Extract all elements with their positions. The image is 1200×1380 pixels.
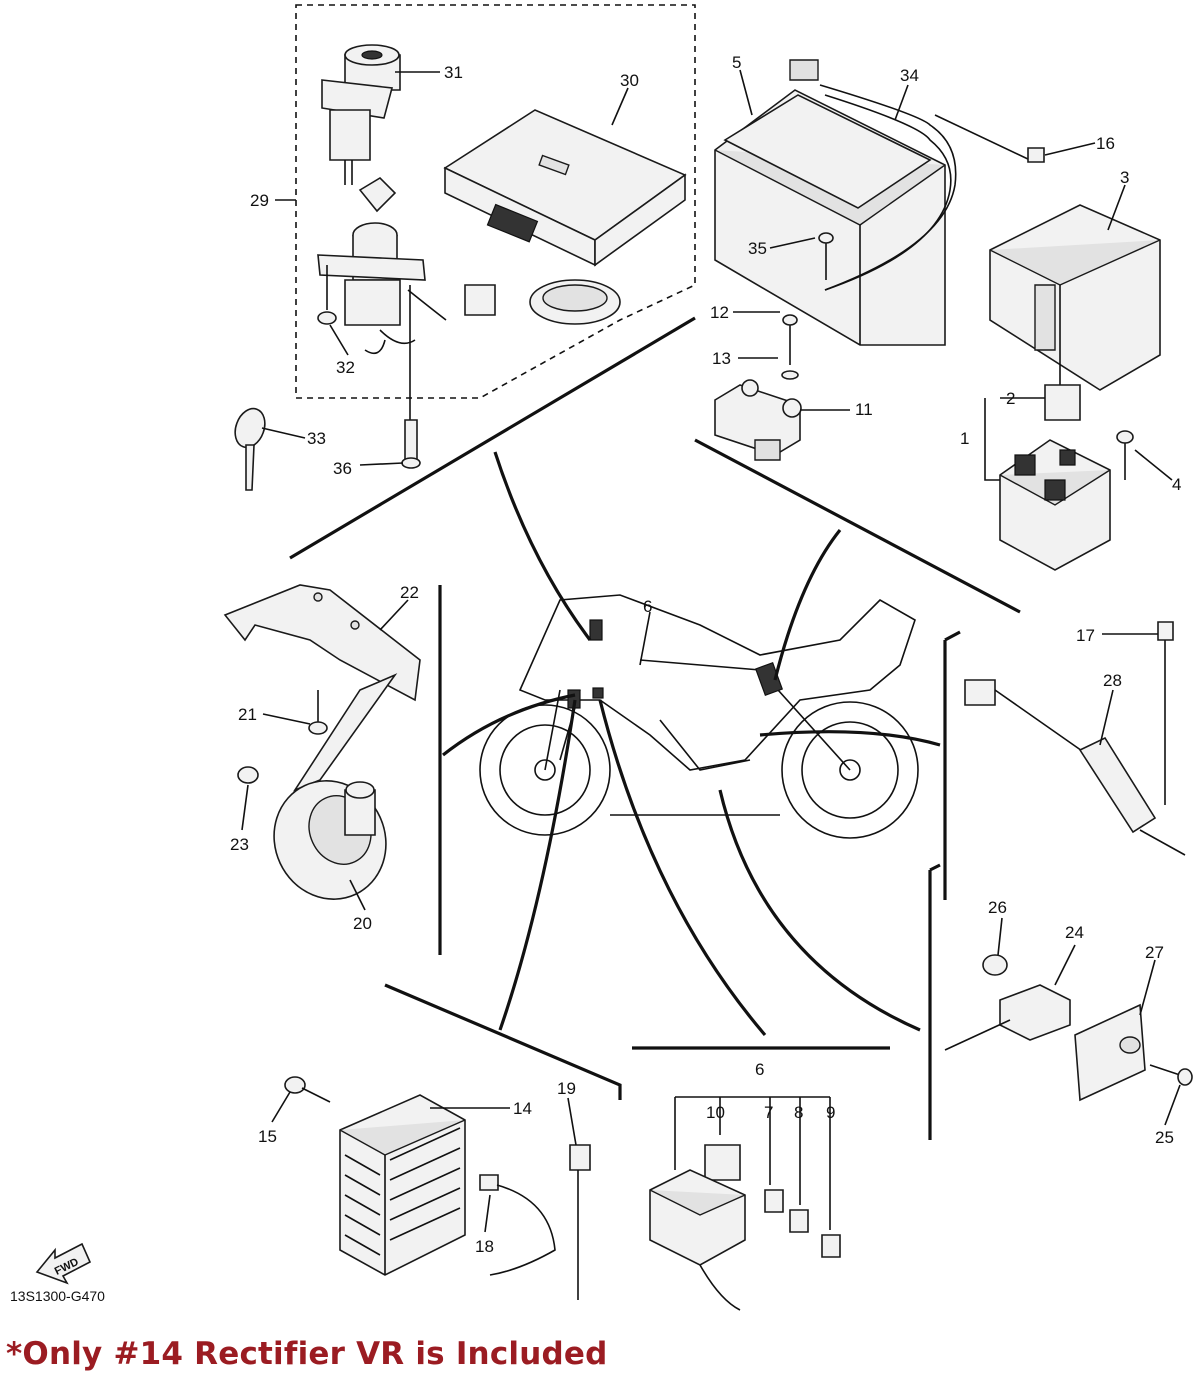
rectifier-part: [339, 1094, 466, 1276]
callout-17: 17: [1076, 626, 1095, 645]
ignition-ecu-group: [295, 4, 696, 399]
callout-12: 12: [710, 303, 729, 322]
callout-25: 25: [1155, 1128, 1174, 1147]
callout-leaders: [241, 69, 1181, 1233]
sensor-part: [714, 314, 802, 461]
callout-23: 23: [230, 835, 249, 854]
battery-part: [714, 59, 957, 346]
callout-30: 30: [620, 71, 639, 90]
battery-cover-part: [989, 204, 1161, 391]
callout-6-top: 6: [643, 597, 652, 616]
leader-lines: [289, 316, 1021, 1140]
callout-14: 14: [513, 1099, 532, 1118]
fuse-leader-lines: [674, 1096, 831, 1230]
callout-29: 29: [250, 191, 269, 210]
key-part: [234, 407, 266, 491]
nut-part: [237, 766, 259, 784]
starter-relay-part: [999, 384, 1111, 571]
lock-cylinder-part: [464, 284, 496, 316]
horn-part: [273, 780, 387, 900]
sensor-lead-part: [964, 621, 1186, 856]
callout-24: 24: [1065, 923, 1084, 942]
callout-16: 16: [1096, 134, 1115, 153]
fwd-arrow-icon: FWD: [35, 1242, 92, 1285]
callout-26: 26: [988, 898, 1007, 917]
callout-22: 22: [400, 583, 419, 602]
fuse-box-part: [649, 1144, 841, 1311]
bolt-part: [317, 265, 337, 325]
motorcycle-illustration: [479, 594, 919, 839]
included-part-notice: *Only #14 Rectifier VR is Included: [6, 1336, 608, 1372]
callout-33: 33: [307, 429, 326, 448]
callout-34: 34: [900, 66, 919, 85]
ecu-part: [443, 109, 687, 267]
callout-27: 27: [1145, 943, 1164, 962]
callout-13: 13: [712, 349, 731, 368]
callout-6-fusebox: 6: [755, 1060, 764, 1079]
steering-lock-part: [317, 176, 447, 355]
figure-code: 13S1300-G470: [10, 1288, 105, 1304]
callout-31: 31: [444, 63, 463, 82]
callout-10: 10: [706, 1103, 725, 1122]
callout-15: 15: [258, 1127, 277, 1146]
callout-9: 9: [826, 1103, 835, 1122]
callout-32: 32: [336, 358, 355, 377]
callout-7: 7: [764, 1103, 773, 1122]
callout-19: 19: [557, 1079, 576, 1098]
callout-18: 18: [475, 1237, 494, 1256]
callout-1: 1: [960, 429, 969, 448]
callout-21: 21: [238, 705, 257, 724]
callout-20: 20: [353, 914, 372, 933]
callout-8: 8: [794, 1103, 803, 1122]
callout-4: 4: [1172, 475, 1181, 494]
callout-36: 36: [333, 459, 352, 478]
cable-tie-part: [479, 1144, 591, 1300]
callout-3: 3: [1120, 168, 1129, 187]
callout-numbers: 1 2 3 4 5 6 7 8 9 10 11 12 13 14 15 16 1…: [230, 53, 1181, 1256]
band-part: [934, 114, 1031, 161]
main-switch-part: [321, 44, 401, 185]
switch-part: [944, 954, 1193, 1102]
callout-11: 11: [855, 400, 873, 419]
horn-bracket-part: [223, 584, 421, 792]
bolt-part: [284, 1076, 331, 1103]
callout-2: 2: [1006, 389, 1015, 408]
callout-28: 28: [1103, 671, 1122, 690]
callout-5: 5: [732, 53, 741, 72]
callout-35: 35: [748, 239, 767, 258]
